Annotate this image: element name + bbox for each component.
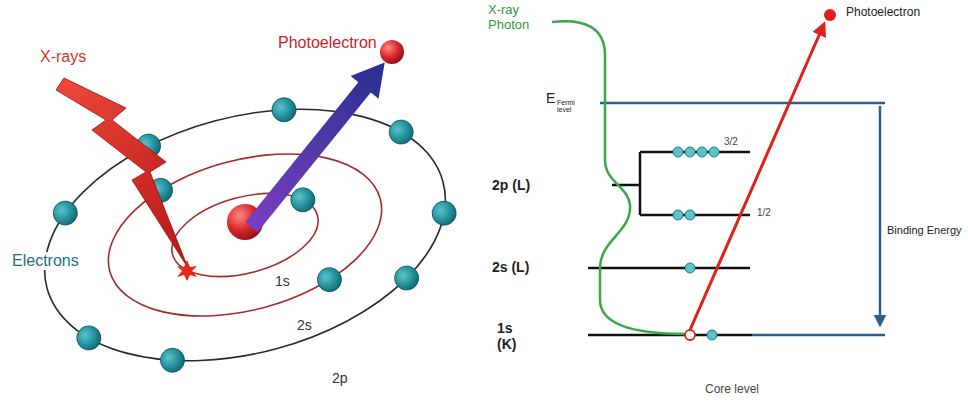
level-label: 1s (K) bbox=[497, 320, 527, 352]
electron bbox=[386, 117, 415, 146]
electron bbox=[707, 330, 717, 340]
electron bbox=[697, 147, 707, 157]
orbital-label: 2s bbox=[297, 317, 312, 333]
emission-arrow bbox=[237, 51, 398, 238]
electron bbox=[685, 210, 695, 220]
vacancy bbox=[685, 330, 695, 340]
core-level-line bbox=[752, 334, 885, 337]
photon-path bbox=[552, 21, 686, 334]
electron bbox=[673, 210, 683, 220]
electron bbox=[709, 147, 719, 157]
spin-orbit-label: 1/2 bbox=[757, 207, 771, 219]
energy-subscript: Fermi level bbox=[557, 99, 581, 113]
impact-star bbox=[177, 260, 197, 281]
electron bbox=[673, 147, 683, 157]
orbital-label: 2p bbox=[332, 370, 348, 386]
electron bbox=[288, 185, 317, 214]
level-label: 2s (L) bbox=[492, 259, 529, 275]
electron bbox=[685, 263, 695, 273]
photoelectron-arrow bbox=[237, 51, 398, 238]
photoelectron-label: Photoelectron bbox=[278, 34, 377, 52]
core-level-label: Core level bbox=[705, 383, 759, 397]
level-label: 2p (L) bbox=[492, 177, 530, 193]
electron bbox=[429, 199, 458, 228]
xray-label: X-rays bbox=[40, 48, 86, 66]
photoelectron-label: Photoelectron bbox=[846, 6, 920, 20]
electron bbox=[392, 263, 421, 292]
electrons-label: Electrons bbox=[10, 252, 81, 270]
electron bbox=[269, 95, 298, 124]
electron bbox=[74, 323, 103, 352]
binding-energy-arrow bbox=[879, 106, 882, 325]
ejection-arrow bbox=[690, 24, 824, 330]
binding-energy-label: Binding Energy bbox=[887, 224, 962, 237]
level-2p-split bbox=[612, 152, 750, 215]
electron bbox=[158, 346, 187, 375]
xray-bolt bbox=[56, 78, 188, 268]
photoelectron-ball bbox=[380, 40, 404, 64]
orbital-label: 1s bbox=[275, 273, 290, 289]
orbit-2p bbox=[16, 68, 473, 402]
atom-orbits bbox=[15, 62, 478, 402]
photon-label: X-ray Photon bbox=[488, 3, 544, 33]
orbit-1s bbox=[163, 179, 328, 291]
electron bbox=[315, 265, 344, 294]
photoelectron-dot bbox=[824, 9, 836, 21]
spin-orbit-label: 3/2 bbox=[724, 136, 738, 148]
energy-symbol: E bbox=[546, 90, 555, 106]
fermi-level-line bbox=[600, 102, 885, 105]
level-2s bbox=[588, 267, 750, 270]
electron bbox=[685, 147, 695, 157]
level-electrons bbox=[673, 147, 719, 340]
electron bbox=[51, 198, 80, 227]
